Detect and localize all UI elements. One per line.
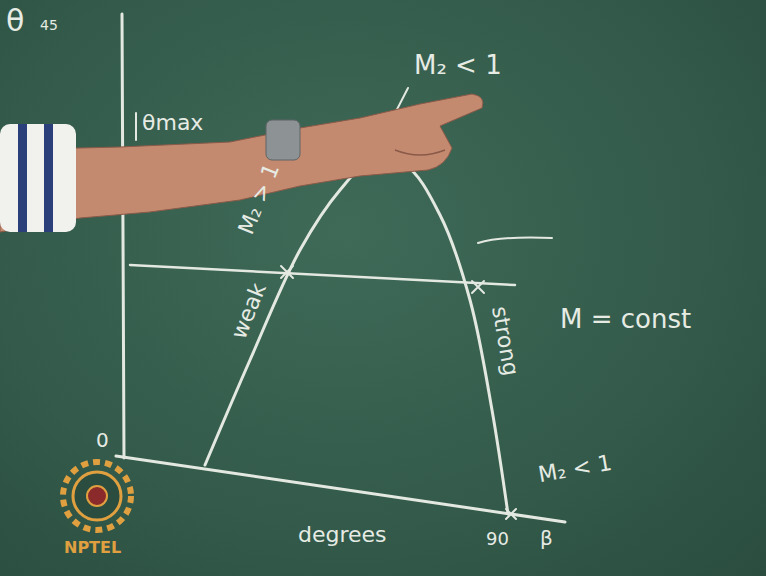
axis-value: 90 bbox=[486, 530, 509, 548]
logo-text: NPTEL bbox=[64, 540, 121, 556]
curve-group bbox=[205, 160, 508, 514]
cross-marks bbox=[281, 159, 516, 519]
axis-symbol: β bbox=[540, 528, 553, 548]
constant-mach-line bbox=[130, 265, 515, 285]
axis-title: degrees bbox=[298, 524, 387, 546]
bracket-mark bbox=[135, 113, 137, 140]
axis-symbol: θ bbox=[6, 6, 24, 36]
beta-axis bbox=[116, 456, 565, 522]
mach-label: M₂ < 1 bbox=[414, 52, 502, 78]
leader-line bbox=[478, 238, 552, 243]
branch-label: strong bbox=[488, 305, 522, 378]
mach-label: M = const bbox=[560, 306, 691, 332]
axis-value: 0 bbox=[96, 430, 109, 450]
theta-axis bbox=[122, 14, 124, 458]
mach-label: M₂ < 1 bbox=[537, 452, 614, 487]
logo-gear bbox=[63, 462, 131, 530]
max-label: θmax bbox=[142, 112, 203, 134]
branch-label: weak bbox=[228, 280, 270, 342]
axis-value: 45 bbox=[40, 18, 58, 32]
shock-polar-curve bbox=[205, 160, 508, 514]
